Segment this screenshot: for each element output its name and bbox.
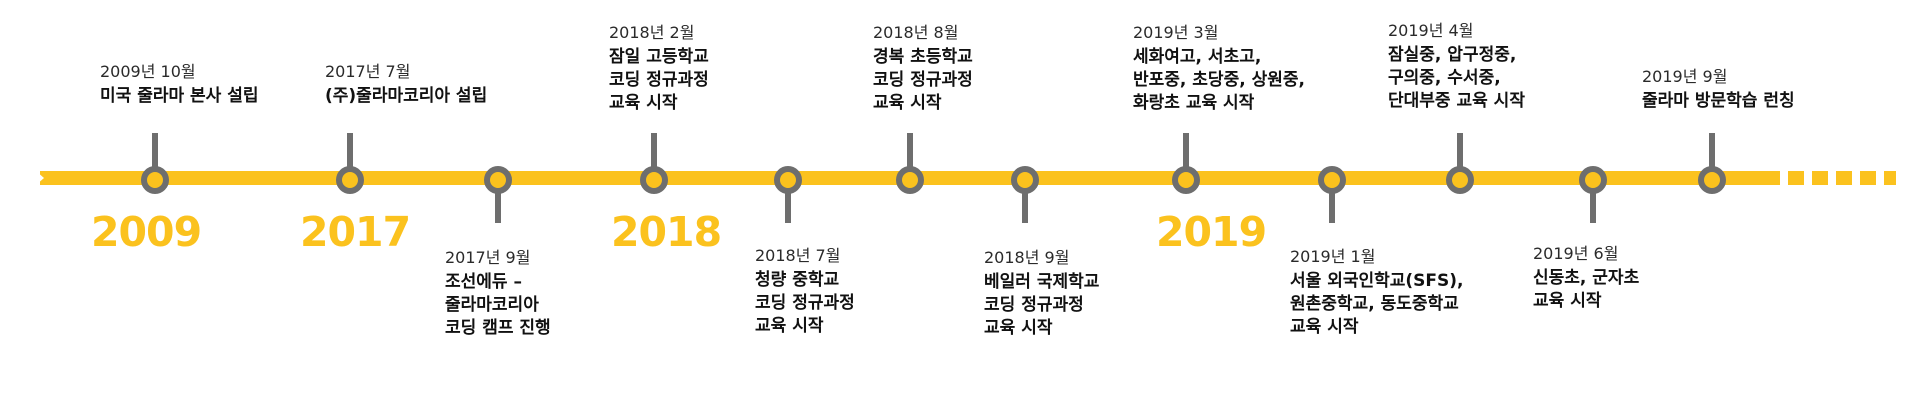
- event-description: (주)줄라마코리아 설립: [325, 86, 488, 106]
- marker-stem: [907, 133, 913, 178]
- event-description: 잠실중, 압구정중, 구의중, 수서중, 단대부중 교육 시작: [1388, 45, 1525, 111]
- event-date: 2018년 8월: [873, 23, 959, 42]
- event-2019-04: 2019년 4월 잠실중, 압구정중, 구의중, 수서중, 단대부중 교육 시작: [1388, 19, 1525, 113]
- timeline-node: [896, 166, 924, 194]
- timeline-node: [774, 166, 802, 194]
- timeline-node: [1011, 166, 1039, 194]
- event-date: 2009년 10월: [100, 62, 196, 81]
- event-date: 2019년 9월: [1642, 67, 1728, 86]
- year-label-2018: 2018: [611, 208, 722, 256]
- timeline-node: [484, 166, 512, 194]
- marker-stem: [785, 178, 791, 223]
- marker-stem: [152, 133, 158, 178]
- timeline-node: [1318, 166, 1346, 194]
- timeline-bar-tail-notch: [36, 171, 44, 185]
- event-description: 청량 중학교 코딩 정규과정 교육 시작: [755, 270, 855, 336]
- event-description: 잠일 고등학교 코딩 정규과정 교육 시작: [609, 47, 709, 113]
- event-description: 경복 초등학교 코딩 정규과정 교육 시작: [873, 47, 973, 113]
- event-date: 2018년 7월: [755, 246, 841, 265]
- event-date: 2019년 1월: [1290, 247, 1376, 266]
- event-description: 미국 줄라마 본사 설립: [100, 86, 259, 106]
- event-date: 2019년 6월: [1533, 244, 1619, 263]
- timeline-node: [640, 166, 668, 194]
- marker-stem: [1183, 133, 1189, 178]
- timeline-dash: [1884, 171, 1896, 185]
- year-label-2017: 2017: [300, 208, 411, 256]
- marker-stem: [1709, 133, 1715, 178]
- marker-stem: [1457, 133, 1463, 178]
- event-2009-10: 2009년 10월 미국 줄라마 본사 설립: [100, 60, 259, 108]
- event-date: 2018년 9월: [984, 248, 1070, 267]
- timeline-dash: [1788, 171, 1804, 185]
- timeline-node: [1579, 166, 1607, 194]
- event-date: 2019년 4월: [1388, 21, 1474, 40]
- event-2019-03: 2019년 3월 세화여고, 서초고, 반포중, 초당중, 상원중, 화랑초 교…: [1133, 21, 1305, 115]
- event-date: 2017년 9월: [445, 248, 531, 267]
- timeline-node: [141, 166, 169, 194]
- marker-stem: [495, 178, 501, 223]
- year-label-2009: 2009: [91, 208, 202, 256]
- event-description: 베일러 국제학교 코딩 정규과정 교육 시작: [984, 272, 1100, 338]
- event-2018-02: 2018년 2월 잠일 고등학교 코딩 정규과정 교육 시작: [609, 21, 709, 115]
- event-date: 2019년 3월: [1133, 23, 1219, 42]
- marker-stem: [1329, 178, 1335, 223]
- timeline-dash: [1812, 171, 1828, 185]
- event-2018-09: 2018년 9월 베일러 국제학교 코딩 정규과정 교육 시작: [984, 246, 1099, 340]
- year-label-2019: 2019: [1156, 208, 1267, 256]
- timeline-node: [1172, 166, 1200, 194]
- event-date: 2017년 7월: [325, 62, 411, 81]
- timeline-node: [1698, 166, 1726, 194]
- event-2017-09: 2017년 9월 조선에듀 – 줄라마코리아 코딩 캠프 진행: [445, 246, 551, 340]
- event-2019-01: 2019년 1월 서울 외국인학교(SFS), 원촌중학교, 동도중학교 교육 …: [1290, 245, 1464, 339]
- event-2018-07: 2018년 7월 청량 중학교 코딩 정규과정 교육 시작: [755, 244, 855, 338]
- event-description: 서울 외국인학교(SFS), 원촌중학교, 동도중학교 교육 시작: [1290, 271, 1464, 337]
- event-2018-08: 2018년 8월 경복 초등학교 코딩 정규과정 교육 시작: [873, 21, 973, 115]
- event-2019-09: 2019년 9월 줄라마 방문학습 런칭: [1642, 65, 1795, 113]
- event-2019-06: 2019년 6월 신동초, 군자초 교육 시작: [1533, 242, 1639, 313]
- marker-stem: [347, 133, 353, 178]
- timeline-dash: [1860, 171, 1876, 185]
- event-description: 줄라마 방문학습 런칭: [1642, 91, 1795, 111]
- timeline-dash: [1836, 171, 1852, 185]
- marker-stem: [651, 133, 657, 178]
- event-description: 신동초, 군자초 교육 시작: [1533, 268, 1640, 311]
- marker-stem: [1022, 178, 1028, 223]
- event-date: 2018년 2월: [609, 23, 695, 42]
- timeline-node: [336, 166, 364, 194]
- timeline-node: [1446, 166, 1474, 194]
- event-description: 세화여고, 서초고, 반포중, 초당중, 상원중, 화랑초 교육 시작: [1133, 47, 1305, 113]
- event-2017-07: 2017년 7월 (주)줄라마코리아 설립: [325, 60, 487, 108]
- event-description: 조선에듀 – 줄라마코리아 코딩 캠프 진행: [445, 272, 551, 338]
- marker-stem: [1590, 178, 1596, 223]
